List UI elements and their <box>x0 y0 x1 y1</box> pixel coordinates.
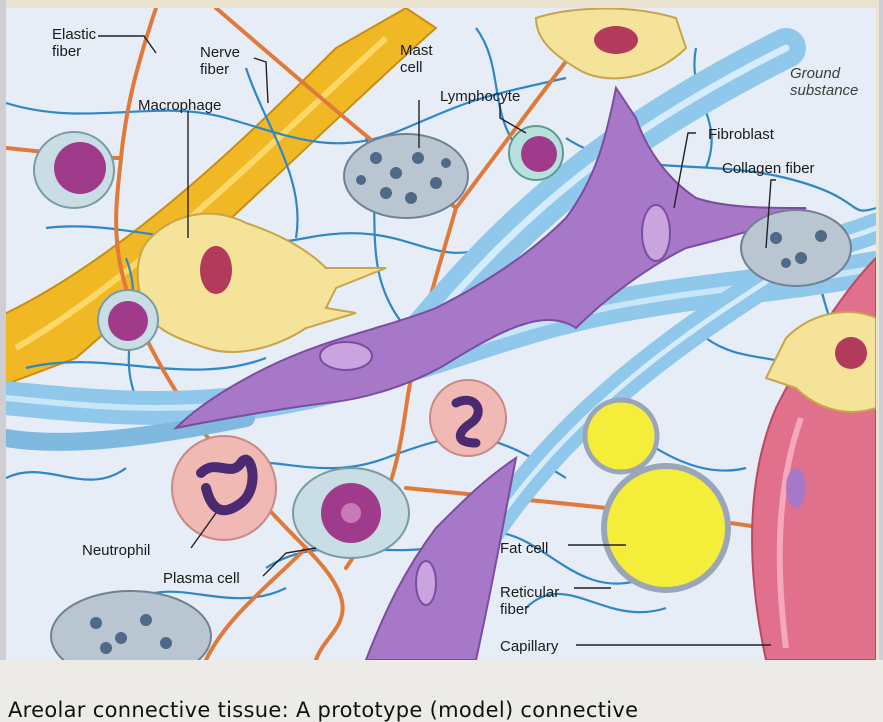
neutrophil <box>172 436 276 540</box>
capillary-label: Capillary <box>500 638 558 655</box>
macrophage-label: Macrophage <box>138 97 221 114</box>
elastic-fiber-label: Elastic fiber <box>52 26 96 60</box>
fibroblast-label: Fibroblast <box>708 126 774 143</box>
neutrophil-label: Neutrophil <box>82 542 150 559</box>
fibroblast-nucleus <box>642 205 670 261</box>
figure-caption: Areolar connective tissue: A prototype (… <box>8 698 638 722</box>
mast-cell-label: Mast cell <box>400 42 433 76</box>
plasma-cell-label: Plasma cell <box>163 570 240 587</box>
fat-cell-label: Fat cell <box>500 540 548 557</box>
lymphocyte-label: Lymphocyte <box>440 88 520 105</box>
nerve-fiber-label: Nerve fiber <box>200 44 240 78</box>
reticular-fiber-label: Reticular fiber <box>500 584 559 618</box>
ground-substance-label: Ground substance <box>790 65 858 99</box>
fat-cell-large <box>604 466 728 590</box>
fat-cell-small <box>585 400 657 472</box>
collagen-fiber-label: Collagen fiber <box>722 160 815 177</box>
areolar-tissue-illustration <box>6 8 876 660</box>
